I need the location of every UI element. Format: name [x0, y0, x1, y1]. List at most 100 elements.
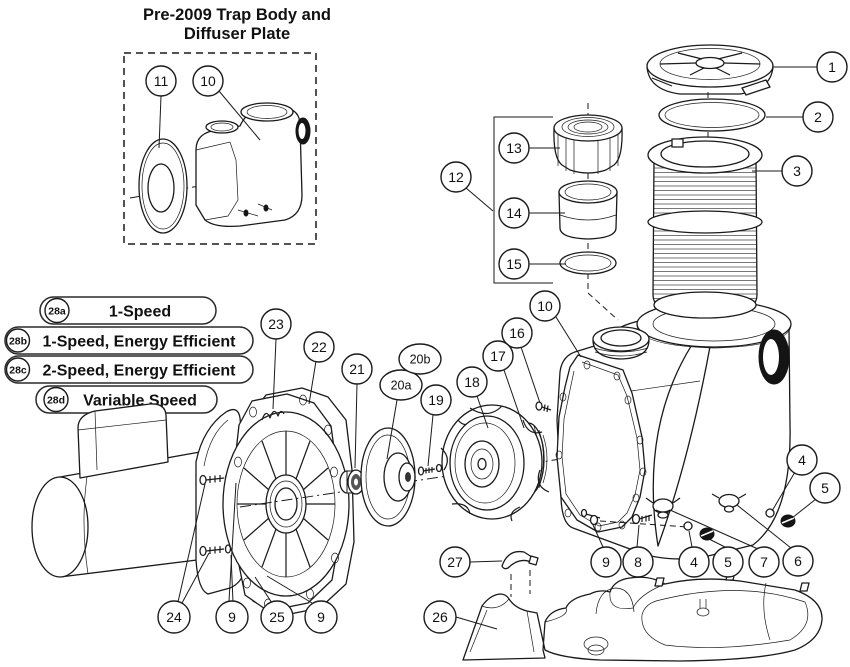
- callout-25-screw: 25: [254, 576, 294, 634]
- callout-20b-label: 20b: [410, 353, 431, 367]
- callout-4-left: 4: [678, 530, 710, 578]
- inset-title-line1: Pre-2009 Trap Body and: [143, 6, 331, 24]
- callout-10-label: 10: [537, 298, 553, 314]
- callout-27-label: 27: [447, 554, 463, 570]
- motor: [31, 403, 215, 578]
- callout-6-label: 6: [794, 553, 802, 569]
- callout-7-plug: 7: [669, 509, 780, 578]
- callout-22-label: 22: [311, 339, 327, 355]
- callout-4-right-label: 4: [798, 452, 806, 468]
- callout-25-label: 25: [269, 609, 285, 625]
- callout-1-lid: 1: [772, 51, 848, 83]
- motor-option-28a-label: 1-Speed: [109, 304, 171, 321]
- callout-21-label: 21: [349, 361, 365, 377]
- callout-15-union-oring: 15: [498, 248, 566, 280]
- motor-option-28b-label: 1-Speed, Energy Efficient: [43, 334, 237, 351]
- callout-4-right: 4: [771, 444, 818, 512]
- inset-trap-body-drawing: [129, 102, 311, 228]
- impeller-screw-19: [417, 463, 443, 476]
- clip-27: [501, 550, 539, 597]
- strainer-basket: [647, 136, 763, 319]
- motor-option-28d-id: 28d: [47, 395, 65, 407]
- callout-2-oring: 2: [766, 101, 834, 133]
- callout-10-inset-label: 10: [200, 73, 216, 89]
- motor-option-28c-id: 28c: [9, 365, 27, 377]
- callout-10-trap-body: 10: [529, 290, 582, 358]
- callout-15-label: 15: [506, 256, 522, 272]
- motor-option-28d: 28d Variable Speed: [35, 385, 218, 433]
- union-oring-15: [559, 251, 617, 275]
- callout-6-plug: 6: [736, 504, 814, 577]
- callout-9-motor: 9: [215, 482, 249, 634]
- callout-5-right: 5: [791, 472, 841, 519]
- callout-20a-label: 20a: [391, 379, 412, 393]
- motor-option-28c-label: 2-Speed, Energy Efficient: [43, 363, 237, 380]
- union-tailpiece-14: [558, 180, 618, 240]
- callout-27-clip: 27: [439, 546, 503, 578]
- shaft-seal-21: [339, 469, 365, 495]
- motor-option-28b: 28b 1-Speed, Energy Efficient: [4, 326, 254, 355]
- callout-20b-seal: 20b: [398, 343, 442, 375]
- spring-clip-23: [261, 410, 285, 421]
- callout-13-union-nut: 13: [498, 132, 560, 164]
- callout-11-inset: 11: [145, 65, 177, 149]
- lid-oring: [658, 98, 766, 132]
- callout-26-base: 26: [423, 600, 498, 634]
- callout-10-inset: 10: [192, 65, 261, 141]
- callout-12-union: 12: [440, 161, 494, 212]
- callout-5-right-label: 5: [821, 480, 829, 496]
- inset-dashed-box: [123, 52, 317, 245]
- motor-option-28a: 28a 1-Speed: [39, 296, 217, 325]
- callout-7-label: 7: [760, 554, 768, 570]
- callout-13-label: 13: [506, 140, 522, 156]
- callout-19-label: 19: [428, 392, 444, 408]
- callout-9-washer: 9: [266, 575, 338, 634]
- callout-9-housing: 9: [590, 524, 622, 578]
- callout-9-washer-label: 9: [317, 609, 325, 625]
- motor-option-28a-id: 28a: [48, 306, 66, 318]
- callout-26-label: 26: [432, 609, 448, 625]
- screw-16: [535, 401, 552, 413]
- callout-23-clip: 23: [260, 308, 292, 410]
- callout-2-label: 2: [814, 109, 822, 125]
- inset-title: Pre-2009 Trap Body and Diffuser Plate: [143, 6, 331, 43]
- nut-4: [683, 521, 693, 531]
- callout-9-motor-label: 9: [228, 609, 236, 625]
- rotating-seal-20a: [360, 427, 416, 527]
- callout-12-label: 12: [448, 169, 464, 185]
- callout-8-screw: 8: [622, 524, 654, 578]
- callout-5-left: 5: [708, 538, 744, 578]
- callout-18-impeller: 18: [456, 366, 489, 429]
- union-nut-13: [553, 114, 623, 174]
- impeller-18: [440, 404, 550, 522]
- callout-24-label: 24: [166, 609, 182, 625]
- pump-lid: [646, 44, 774, 96]
- motor-option-28c: 28c 2-Speed, Energy Efficient: [4, 355, 254, 384]
- callout-9-housing-label: 9: [602, 554, 610, 570]
- callout-18-label: 18: [464, 374, 480, 390]
- inset-diffuser-plate-drawing: [138, 138, 188, 234]
- callout-20a-seal: 20a: [379, 369, 423, 460]
- callout-16-screw: 16: [501, 317, 541, 404]
- callout-5-left-label: 5: [724, 554, 732, 570]
- callout-17-label: 17: [490, 348, 506, 364]
- callout-24-bolts: 24: [157, 483, 210, 634]
- callout-3-label: 3: [793, 163, 801, 179]
- motor-option-28b-id: 28b: [9, 336, 27, 348]
- callout-17-ring: 17: [482, 340, 525, 429]
- callout-3-basket: 3: [752, 155, 813, 187]
- callout-19-screw: 19: [420, 384, 452, 467]
- trap-body-gasket-face: [555, 354, 647, 533]
- base-26: [462, 571, 823, 662]
- callout-11-label: 11: [154, 73, 169, 89]
- callout-23-label: 23: [268, 316, 284, 332]
- screw-8: [631, 513, 641, 525]
- suction-collar: [592, 326, 650, 360]
- seal-plate: [222, 387, 355, 617]
- callout-14-tailpiece: 14: [498, 197, 565, 229]
- callout-8-label: 8: [634, 554, 642, 570]
- drain-plug-7: [652, 498, 674, 514]
- union-bracket: [493, 116, 553, 284]
- callout-14-label: 14: [506, 205, 522, 221]
